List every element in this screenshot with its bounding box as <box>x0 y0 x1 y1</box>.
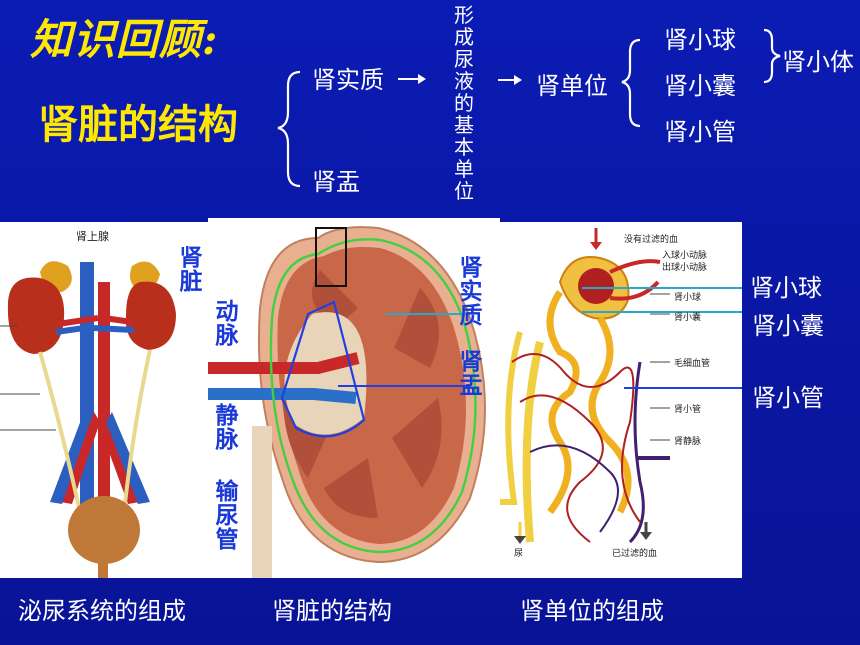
tree-corpuscle: 肾小体 <box>782 48 854 76</box>
label-urine: 尿 <box>514 549 524 559</box>
right-label-tubule: 肾小管 <box>752 384 824 412</box>
tree-pelvis: 肾盂 <box>312 168 360 196</box>
kidney-section-figure <box>208 218 500 578</box>
label-vein: 静脉 <box>215 403 239 453</box>
heading-kidney-structure: 肾脏的结构 <box>38 102 238 148</box>
right-label-capsule: 肾小囊 <box>752 312 824 340</box>
label-renal-vein: 肾静脉 <box>674 437 702 447</box>
label-capillary: 毛细血管 <box>674 359 711 369</box>
caption-kidney-structure: 肾脏的结构 <box>272 597 392 625</box>
caption-nephron: 肾单位的组成 <box>520 597 664 625</box>
tree-glomerulus: 肾小球 <box>664 26 736 54</box>
tree-nephron: 肾单位 <box>536 72 608 100</box>
label-kidney: 肾脏 <box>179 245 203 295</box>
right-label-glomerulus: 肾小球 <box>750 274 822 302</box>
label-parenchyma: 肾实质 <box>459 255 483 329</box>
tree-tubule: 肾小管 <box>664 118 736 146</box>
urinary-system-figure: 肾上腺 <box>0 222 208 578</box>
concept-tree-lines <box>277 28 781 188</box>
label-artery: 动脉 <box>215 299 239 349</box>
label-tubule-small: 肾小管 <box>674 405 702 415</box>
tree-capsule: 肾小囊 <box>664 72 736 100</box>
label-capsule-small: 肾小囊 <box>674 313 702 323</box>
nephron-figure: 没有过滤的血 入球小动脉 出球小动脉 肾小球 肾小囊 毛细血管 肾小管 肾静脉 … <box>498 222 742 578</box>
caption-urinary-system: 泌尿系统的组成 <box>18 597 186 625</box>
label-filtered-blood: 已过滤的血 <box>612 549 658 559</box>
urinary-system-illustration <box>0 261 208 578</box>
label-glomerulus-small: 肾小球 <box>674 293 702 303</box>
label-efferent-arteriole: 出球小动脉 <box>662 263 708 273</box>
label-ureter: 输尿管 <box>215 479 239 553</box>
label-pelvis: 肾盂 <box>459 349 483 399</box>
tree-unit-definition: 形成尿液的基本单位 <box>454 3 474 203</box>
slide-title: 知识回顾: <box>30 15 219 64</box>
label-unfiltered-blood: 没有过滤的血 <box>624 235 679 245</box>
kidney-section-illustration <box>208 226 486 578</box>
label-afferent-arteriole: 入球小动脉 <box>662 251 708 261</box>
label-adrenal: 肾上腺 <box>76 230 109 243</box>
nephron-illustration <box>498 228 742 544</box>
tree-parenchyma: 肾实质 <box>312 66 384 94</box>
